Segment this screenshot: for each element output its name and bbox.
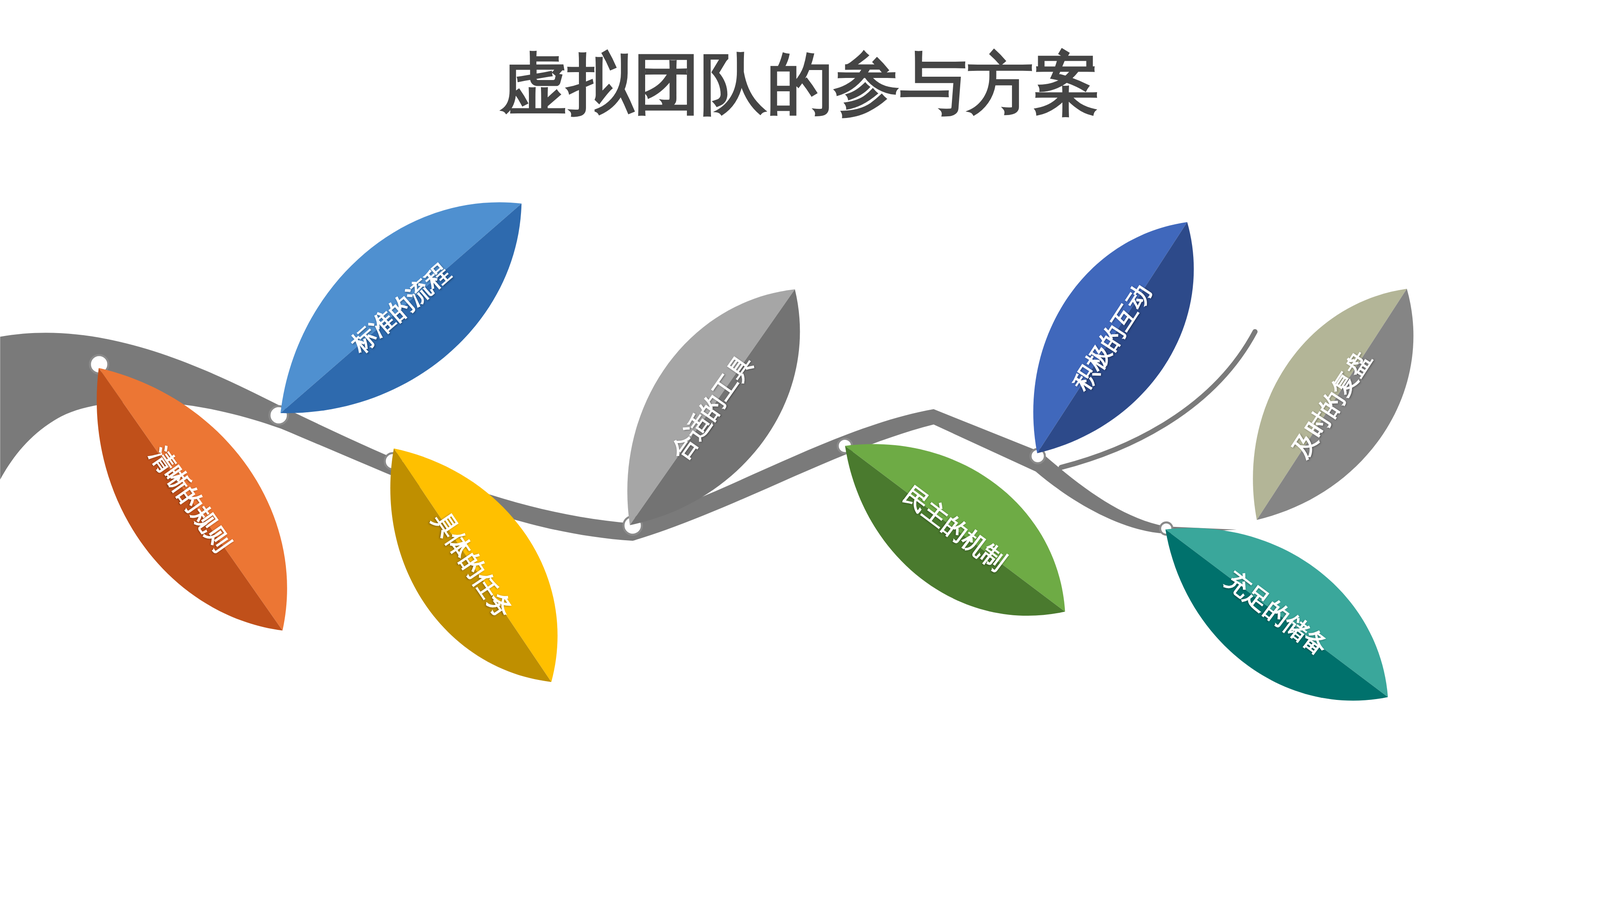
leaf-node: 标准的流程: [237, 154, 565, 463]
leaf-half-dark: [1037, 222, 1237, 486]
leaf-node: 充足的储备: [1129, 482, 1424, 745]
leaf-half-dark: [343, 448, 552, 717]
leaf-node: 具体的任务: [343, 414, 602, 717]
leaf-half-dark: [280, 203, 565, 463]
diagram-title: 虚拟团队的参与方案: [0, 39, 1600, 130]
leaf-half-dark: [808, 445, 1066, 660]
leaf-half-dark: [1129, 529, 1388, 745]
leaf-node: 积极的互动: [987, 190, 1237, 486]
leaf-node: 及时的复盘: [1206, 256, 1457, 552]
leaf-half-dark: [629, 289, 845, 561]
leaf-node: 合适的工具: [579, 254, 846, 561]
leaf-half-dark: [1256, 288, 1457, 552]
leaf-half-dark: [45, 367, 283, 668]
